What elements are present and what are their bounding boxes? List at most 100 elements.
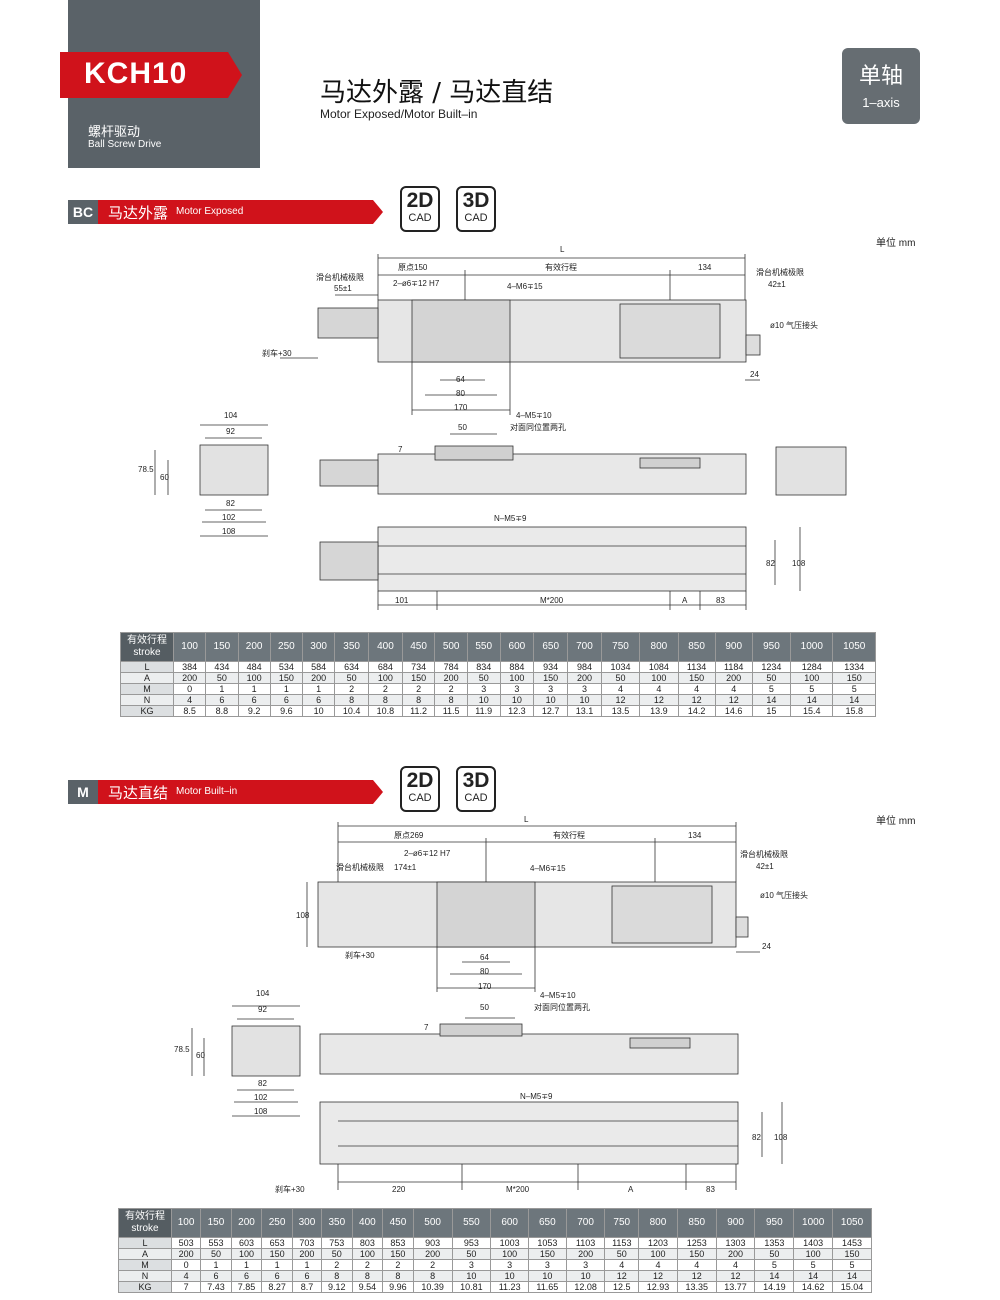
table-cell: 200 [412, 1248, 453, 1260]
table-cell: 8.5 [172, 705, 207, 717]
table-cell: 100 [237, 672, 271, 684]
table-cell: 6 [200, 1270, 232, 1282]
stroke-cell: 400 [351, 1208, 384, 1238]
row-label: KG [120, 705, 174, 717]
table-cell: 5 [790, 683, 834, 695]
table-cell: 100 [230, 1248, 263, 1260]
table-cell: 1 [230, 1259, 263, 1271]
table-cell: 14.2 [677, 705, 716, 717]
table-cell: 1053 [528, 1237, 567, 1249]
table-cell: 100 [490, 1248, 529, 1260]
table-cell: 200 [170, 1248, 202, 1260]
table-cell: 4 [600, 683, 641, 695]
table-cell: 1 [237, 683, 271, 695]
dim-104: 104 [256, 989, 270, 998]
table-cell: 10 [533, 694, 569, 706]
table-cell: 4 [172, 694, 207, 706]
table-cell: 1203 [638, 1237, 678, 1249]
table-cell: 12 [600, 694, 641, 706]
table-cell: 534 [269, 661, 304, 673]
section-name-cn: 马达直结 [108, 784, 169, 802]
stroke-cell: 1050 [832, 632, 876, 662]
table-cell: 5 [793, 1259, 834, 1271]
table-cell: 2 [321, 1259, 353, 1271]
stroke-cell: 750 [604, 1208, 640, 1238]
table-cell: 1234 [751, 661, 792, 673]
table-cell: 1184 [714, 661, 753, 673]
table-cell: 484 [237, 661, 271, 673]
table-cell: 1103 [565, 1237, 606, 1249]
model-name: KCH10 [84, 57, 188, 90]
section-code: M [68, 780, 98, 804]
dim-83: 83 [716, 596, 725, 605]
dim-24: 24 [750, 370, 759, 379]
table-cell: 10 [499, 694, 535, 706]
cad-3d-label: 3D [462, 769, 490, 792]
table-cell: 3 [528, 1259, 567, 1271]
table-cell: 1 [301, 683, 336, 695]
table-cell: 100 [351, 1248, 384, 1260]
table-cell: 9.96 [382, 1281, 414, 1293]
slide-limit-left: 滑台机械极限 [336, 862, 384, 872]
m5-hole-note: 4–M5∓10 [516, 411, 552, 420]
dim-134: 134 [688, 831, 702, 840]
table-cell: 150 [677, 672, 716, 684]
table-cell: 150 [269, 672, 304, 684]
stroke-cell: 300 [301, 632, 336, 662]
table-cell: 9.12 [321, 1281, 353, 1293]
table-cell: 14 [832, 694, 876, 706]
table-cell: 15.04 [832, 1281, 872, 1293]
dim-m200: M*200 [540, 596, 564, 605]
table-cell: 12 [604, 1270, 640, 1282]
table-cell: 11.5 [434, 705, 468, 717]
table-cell: 50 [754, 1248, 795, 1260]
table-cell: 853 [382, 1237, 414, 1249]
dim-83: 83 [706, 1185, 715, 1194]
table-cell: 953 [451, 1237, 492, 1249]
stroke-cell: 250 [261, 1208, 293, 1238]
table-cell: 1153 [604, 1237, 640, 1249]
table-cell: 1353 [754, 1237, 795, 1249]
table-cell: 803 [351, 1237, 384, 1249]
dim-101: 101 [395, 596, 409, 605]
table-cell: 13.5 [600, 705, 641, 717]
slide-limit-right: 滑台机械极限 [756, 267, 804, 277]
table-cell: 1284 [790, 661, 834, 673]
stroke-cell: 600 [499, 632, 535, 662]
table-cell: 6 [230, 1270, 263, 1282]
table-cell: 1 [261, 1259, 293, 1271]
dim-L: L [524, 815, 529, 824]
table-cell: 4 [714, 683, 753, 695]
dim-80: 80 [480, 967, 489, 976]
dim-92: 92 [258, 1005, 267, 1014]
table-cell: 1253 [676, 1237, 717, 1249]
stroke-cell: 600 [490, 1208, 529, 1238]
table-cell: 8 [382, 1270, 414, 1282]
table-cell: 7 [170, 1281, 202, 1293]
brake-note: 刹车+30 [262, 348, 292, 358]
table-cell: 3 [533, 683, 569, 695]
table-cell: 2 [351, 1259, 384, 1271]
stroke-cell: 750 [600, 632, 641, 662]
stroke-cell: 150 [200, 1208, 232, 1238]
table-cell: 12 [676, 1270, 717, 1282]
pin-hole-note: 2–ø6∓12 H7 [404, 849, 451, 858]
table-cell: 50 [466, 672, 501, 684]
table-cell: 8 [368, 694, 403, 706]
table-cell: 150 [261, 1248, 293, 1260]
table-cell: 5 [754, 1259, 795, 1271]
table-cell: 8.7 [291, 1281, 323, 1293]
table-cell: 14 [832, 1270, 872, 1282]
table-cell: 10 [466, 694, 501, 706]
table-cell: 11.23 [490, 1281, 529, 1293]
stroke-cell: 450 [401, 632, 436, 662]
drawing-m: L 原点269 有效行程 134 滑台机械极限 174±1 滑台机械极限 42±… [174, 815, 808, 1194]
dim-82: 82 [258, 1079, 267, 1088]
table-cell: 1303 [715, 1237, 756, 1249]
